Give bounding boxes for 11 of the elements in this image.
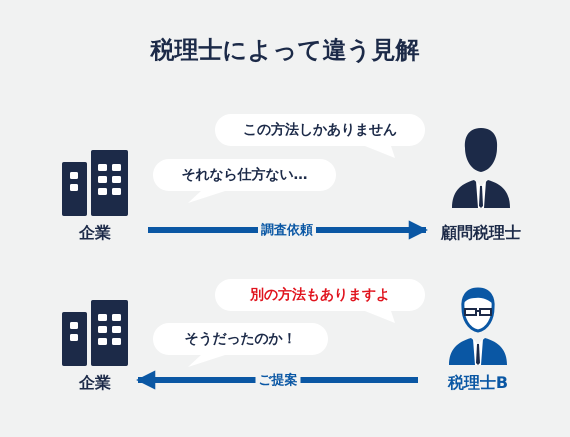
node-label: 企業 (78, 373, 112, 394)
edge-label: ご提案 (256, 371, 300, 389)
speech-text: それなら仕方ない… (180, 166, 308, 184)
node-label: 税理士B (446, 373, 510, 394)
node-label: 顧問税理士 (440, 223, 522, 244)
speech-text: この方法しかありません (242, 121, 398, 139)
edge-label: 調査依頼 (258, 221, 316, 239)
speech-text: 別の方法もありますよ (249, 286, 391, 304)
node-label: 企業 (78, 223, 112, 244)
speech-text: そうだったのか！ (184, 330, 298, 348)
title: 税理士によって違う見解 (149, 35, 420, 66)
